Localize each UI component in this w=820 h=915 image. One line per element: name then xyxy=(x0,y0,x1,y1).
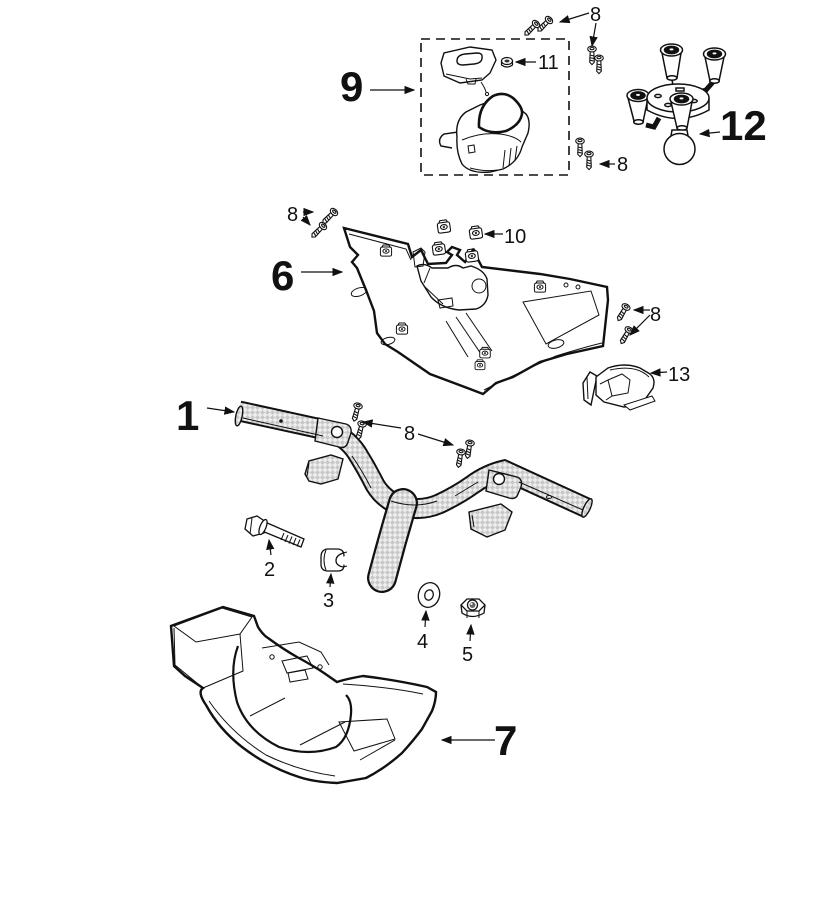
callout-label-8-box-right: 8 xyxy=(617,154,628,176)
cover-details xyxy=(348,233,603,391)
knob-back-left xyxy=(659,43,684,91)
callout-label-13: 13 xyxy=(668,364,690,386)
part-12-knob-ball-assembly xyxy=(626,43,727,166)
callout-label-12: 12 xyxy=(720,102,767,149)
callout-arrows xyxy=(206,12,721,745)
handlebar-details xyxy=(234,405,593,538)
windshield xyxy=(477,92,524,134)
rear-cover-outline xyxy=(169,605,438,785)
part-3-spacer-clip xyxy=(320,548,350,572)
part-2-hex-bolt xyxy=(244,515,305,548)
knob-back-right xyxy=(702,47,727,84)
callout-label-10: 10 xyxy=(504,226,526,248)
part-5-hex-nut xyxy=(460,598,486,618)
callout-label-8-cover: 8 xyxy=(287,204,298,226)
callout-labels: 9 12 6 1 7 8 8 8 8 8 11 10 13 2 3 4 5 xyxy=(176,4,767,764)
part-13-cover-bracket xyxy=(582,364,656,411)
ball-joint xyxy=(663,129,696,166)
arrow-8-top-left xyxy=(558,12,590,24)
upper-cover xyxy=(440,46,497,97)
callout-label-7: 7 xyxy=(494,717,517,764)
callout-label-5: 5 xyxy=(462,644,473,666)
arrow-5 xyxy=(466,623,475,642)
part-7-rear-cover xyxy=(169,605,438,785)
part-6-front-cover xyxy=(342,226,610,396)
callout-label-1: 1 xyxy=(176,392,199,439)
part-1-handlebar xyxy=(234,400,593,593)
kit-dashed-box xyxy=(420,38,570,176)
left-wing xyxy=(304,454,344,485)
arrow-2 xyxy=(266,538,275,556)
callout-label-2: 2 xyxy=(264,559,275,581)
speedometer-housing xyxy=(438,92,530,174)
arrow-12 xyxy=(698,128,721,138)
arrow-3 xyxy=(326,572,335,588)
knob-front-left xyxy=(626,88,650,125)
part-9-instrument-cover-set xyxy=(420,38,570,176)
screw-set-box-right xyxy=(575,137,594,171)
arrow-13 xyxy=(649,368,668,377)
callout-label-8-bar: 8 xyxy=(404,423,415,445)
steering-stem-fill xyxy=(369,490,416,591)
right-wing xyxy=(468,503,513,538)
callout-label-8-mid: 8 xyxy=(650,304,661,326)
part-11-cap-nut xyxy=(500,56,514,68)
callout-label-4: 4 xyxy=(417,631,428,653)
arrow-8-bar-left xyxy=(361,419,402,429)
callout-label-9: 9 xyxy=(340,63,363,110)
callout-label-6: 6 xyxy=(271,252,294,299)
callout-label-11: 11 xyxy=(538,52,559,74)
arrow-1 xyxy=(206,406,236,415)
arrow-8-bar-right xyxy=(417,433,455,447)
callout-label-3: 3 xyxy=(323,590,334,612)
knob-front-center xyxy=(669,92,694,131)
rear-cover-details xyxy=(172,607,424,777)
part-4-washer xyxy=(417,582,441,608)
arrow-8-cover-2 xyxy=(300,215,311,226)
callout-label-8-top: 8 xyxy=(590,4,601,26)
cover-outline xyxy=(342,226,610,396)
arrow-8-top-down xyxy=(589,22,598,48)
arrow-8-mid-2 xyxy=(629,314,651,336)
screw-set-mid-right xyxy=(613,301,635,347)
screw-set-front-cover xyxy=(308,206,340,241)
arrow-4 xyxy=(421,609,430,628)
